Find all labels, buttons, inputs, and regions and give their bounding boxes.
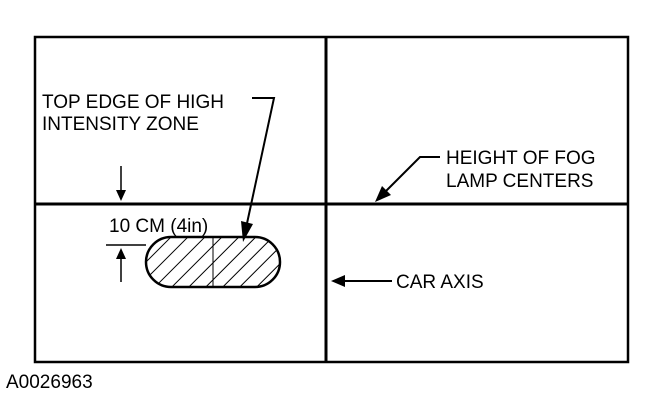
top-edge-label-line1: TOP EDGE OF HIGH — [42, 92, 224, 113]
high-intensity-zone — [144, 235, 282, 289]
aiming-screen-frame — [33, 35, 630, 364]
top-edge-leader-arrow — [241, 97, 276, 242]
distance-label: 10 CM (4in) — [109, 216, 208, 237]
fog-centers-label-line1: HEIGHT OF FOG — [446, 148, 596, 169]
top-edge-label-line2: INTENSITY ZONE — [42, 114, 199, 135]
figure-id: A0026963 — [6, 372, 93, 393]
fog-centers-leader-arrow — [375, 156, 440, 202]
fog-centers-label-line2: LAMP CENTERS — [446, 171, 593, 192]
car-axis-leader-arrow — [331, 275, 392, 287]
car-axis-label: CAR AXIS — [396, 272, 484, 293]
distance-dimension — [106, 166, 146, 282]
